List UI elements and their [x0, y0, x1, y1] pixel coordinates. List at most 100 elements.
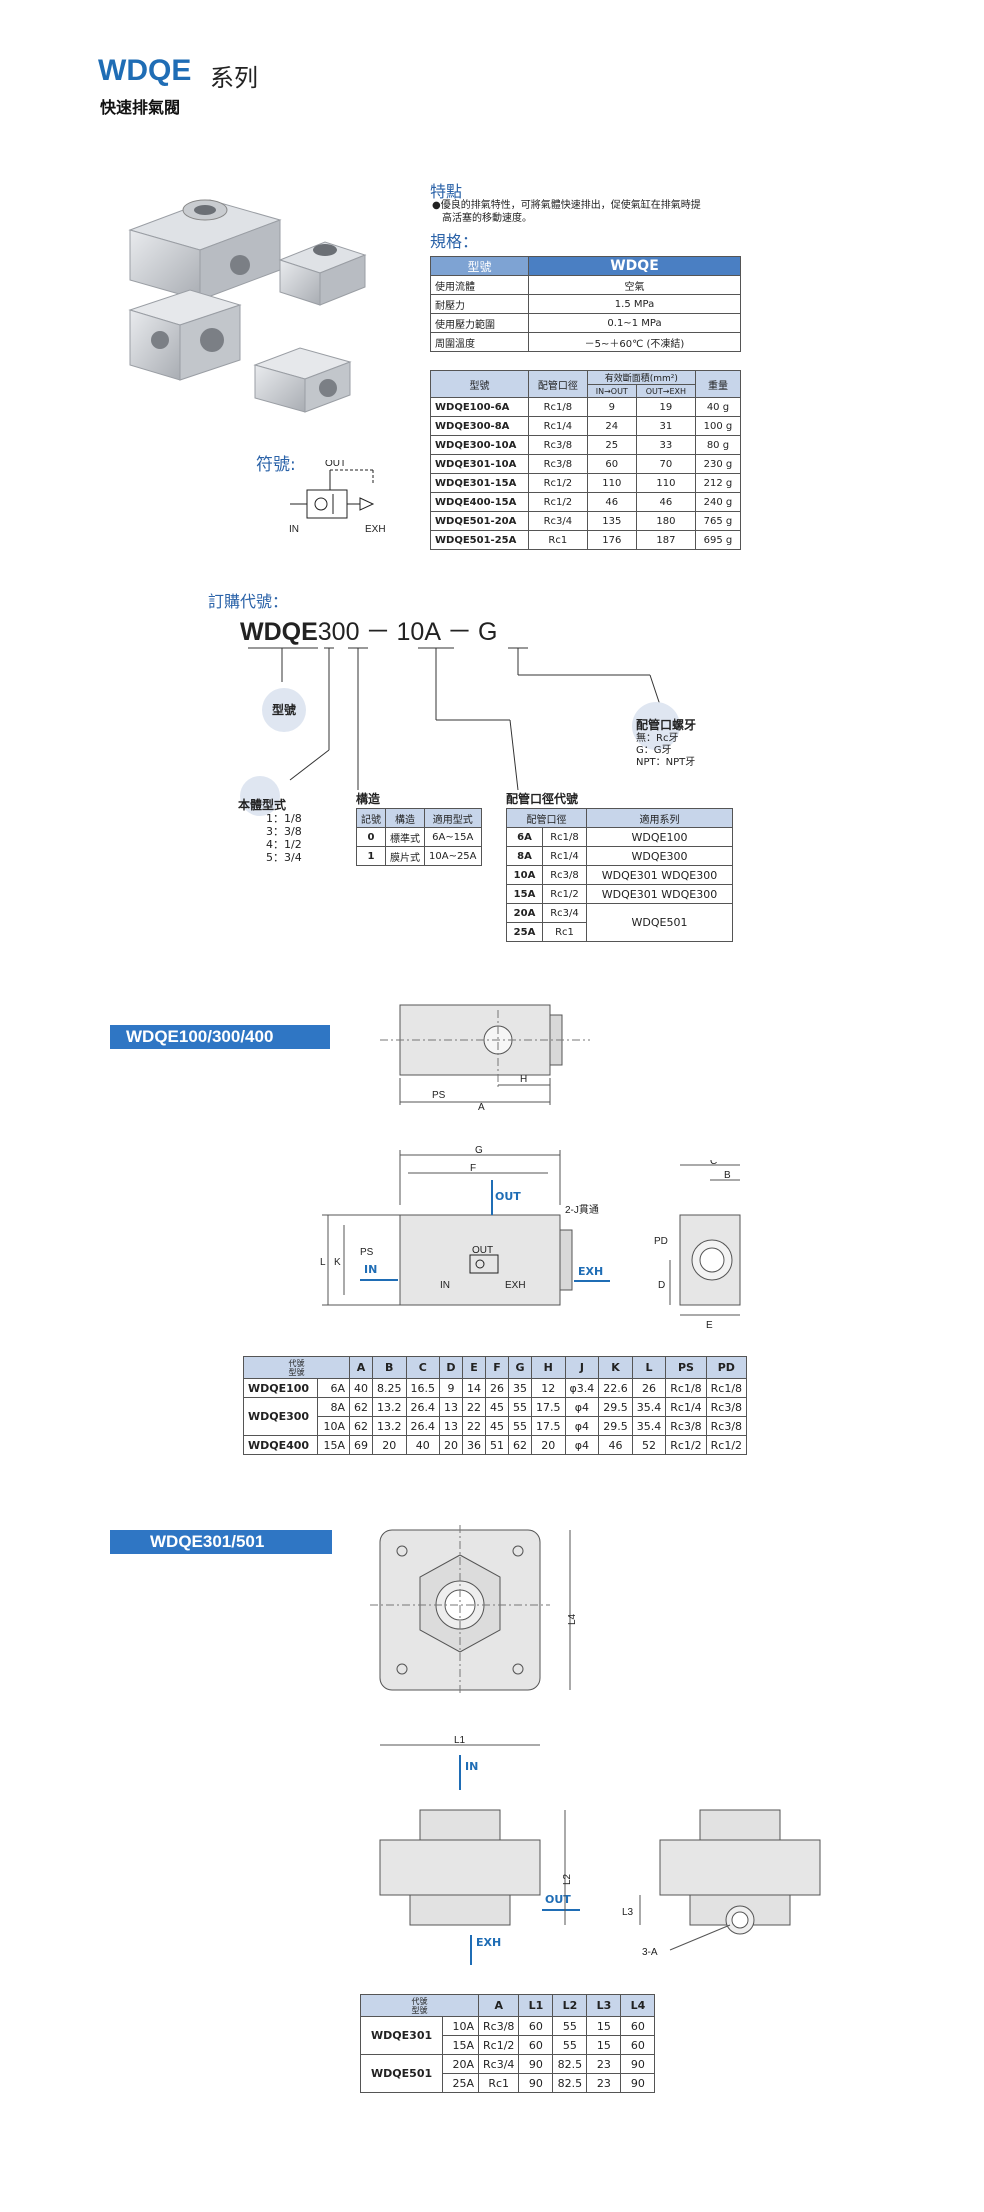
spec-title: 規格： — [430, 232, 479, 251]
sec1-front-view: G F L K PS IN OUT 2-J貫通 EXH OUT IN EXH — [320, 1145, 610, 1306]
svg-text:L: L — [320, 1257, 326, 1268]
page-subtitle: 快速排氣閥 — [100, 98, 181, 117]
spec-head-type: 型號 — [430, 256, 529, 276]
thread-bubble — [632, 702, 680, 750]
valve-photo-4 — [253, 347, 352, 413]
symbol-in-label: IN — [289, 524, 299, 535]
structure-title: 構造 — [356, 792, 381, 806]
svg-text:F: F — [470, 1163, 476, 1174]
symbol-label: 符號: — [256, 455, 296, 475]
code-body: 300 — [317, 618, 360, 646]
sec2-side-view: L3 3-A — [622, 1809, 821, 1958]
svg-text:L1: L1 — [454, 1735, 466, 1746]
sec2-exh-label: EXH — [476, 1936, 502, 1949]
symbol-exh-label: EXH — [365, 524, 386, 535]
body-bubble — [240, 776, 280, 816]
table-row: 使用流體空氣 — [430, 275, 741, 295]
order-title: 訂購代號： — [208, 592, 289, 611]
page-title-series: 系列 — [210, 64, 258, 92]
sec1-top-view: PS A H — [380, 1004, 590, 1110]
code-thread: G — [478, 618, 498, 646]
svg-text:C: C — [710, 1160, 717, 1167]
svg-text:IN: IN — [364, 1263, 377, 1276]
page-title-model: WDQE — [98, 54, 192, 87]
model-bubble: 型號 — [262, 688, 306, 732]
thread-title: 配管口螺牙 — [636, 718, 697, 732]
svg-text:H: H — [520, 1074, 527, 1085]
svg-text:EXH: EXH — [505, 1280, 526, 1291]
section2-banner: WDQE301/501 — [110, 1530, 332, 1554]
valve-photo-1 — [128, 199, 282, 301]
code-port: 10A — [396, 618, 441, 646]
table-row: 周圍溫度－5~＋60℃ (不凍結) — [430, 332, 741, 352]
svg-text:3-A: 3-A — [642, 1947, 658, 1958]
features-line-2: 高活塞的移動速度。 — [442, 213, 532, 224]
svg-text:A: A — [478, 1102, 485, 1110]
spec-head-model: WDQE — [528, 256, 741, 276]
sec2-corner-head: 代號型號 — [360, 1994, 479, 2017]
valve-symbol-diagram: OUT IN EXH — [289, 460, 386, 535]
perf-head-port: 配管口徑 — [528, 370, 588, 398]
svg-text:B: B — [724, 1170, 731, 1181]
body-type-title: 本體型式 — [238, 798, 287, 812]
svg-text:G: G — [475, 1145, 483, 1156]
sec2-front-view: L1 IN OUT L2 — [379, 1735, 580, 1926]
order-code-connectors — [248, 647, 661, 791]
sec1-side-view: C B PD D E — [654, 1160, 741, 1331]
product-photo — [128, 199, 367, 413]
features-title: 特點 — [430, 182, 463, 201]
symbol-out-label: OUT — [325, 460, 346, 469]
valve-photo-3 — [128, 289, 242, 381]
valve-photo-2 — [278, 241, 367, 306]
svg-text:D: D — [658, 1280, 665, 1291]
svg-text:PD: PD — [654, 1236, 668, 1247]
svg-text:EXH: EXH — [578, 1265, 603, 1278]
sec2-top-view: L4 — [370, 1525, 578, 1695]
sec1-corner-head: 代號型號 — [243, 1356, 350, 1379]
perf-head-weight: 重量 — [694, 370, 742, 398]
svg-text:IN: IN — [440, 1280, 450, 1291]
perf-head-model: 型號 — [430, 370, 529, 398]
svg-text:PS: PS — [432, 1090, 446, 1101]
perf-head-area: 有效斷面積(mm²) — [586, 370, 696, 385]
port-code-title: 配管口徑代號 — [506, 792, 579, 806]
svg-text:IN: IN — [465, 1760, 478, 1773]
features-line-1: ●優良的排氣特性，可將氣體快速排出，促使氣缸在排氣時提 — [432, 200, 701, 211]
svg-text:K: K — [334, 1257, 341, 1268]
svg-text:L4: L4 — [567, 1613, 578, 1625]
